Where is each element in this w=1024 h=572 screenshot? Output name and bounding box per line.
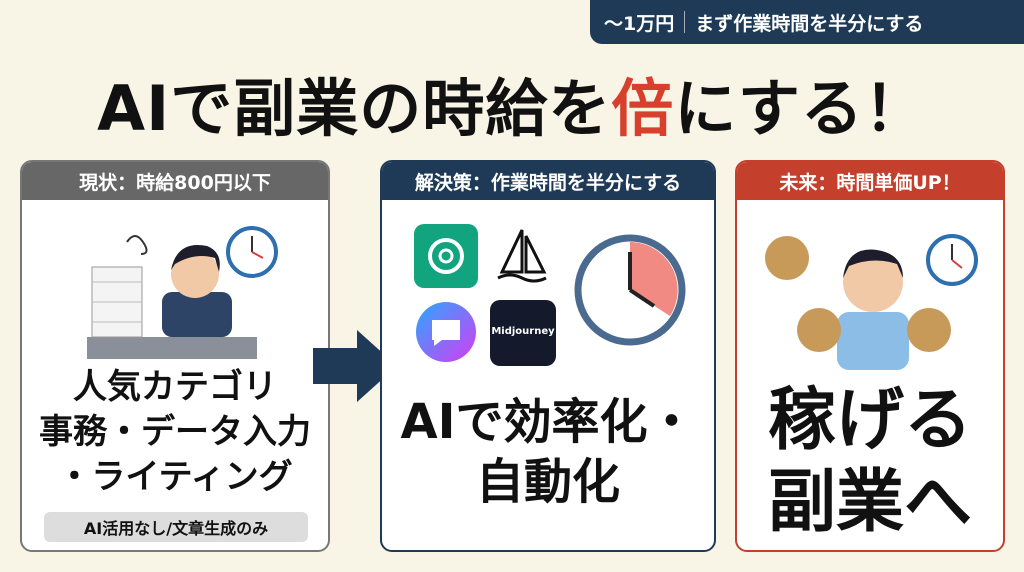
midjourney-logo-text: Midjourney [491,326,555,337]
panel-header: 未来：時間単価UP！ [737,162,1003,200]
future-line-1: 稼げる [767,381,972,460]
chat-assistant-icon [416,302,476,362]
divider [684,11,686,33]
price-badge: 〜1万円 まず作業時間を半分にする [590,0,1024,44]
panel-header: 現状：時給800円以下 [22,162,328,200]
solution-line-1: AIで効率化・ [400,394,696,450]
badge-text: まず作業時間を半分にする [695,12,924,35]
title-part2: にする！ [674,72,927,145]
category-line-2: 事務・データ入力 [39,412,311,452]
panel-solution: 解決策：作業時間を半分にする Midjourney AIで効率化・ 自動化 [380,160,716,552]
sailboat-icon [497,229,547,283]
category-line-1: 人気カテゴリ [73,367,277,407]
status-tag: AI活用なし/文章生成のみ [44,512,308,542]
title-part1: AIで副業の時給を [97,72,612,145]
price-range: 〜1万円 [604,12,675,35]
main-title: AIで副業の時給を倍にする！ [0,58,1024,148]
category-line-3: ・ライティング [57,457,293,497]
future-line-2: 副業へ [767,463,972,542]
happy-worker-illustration [765,234,978,370]
solution-line-2: 自動化 [475,454,620,510]
tired-worker-illustration [87,226,278,359]
chatgpt-icon [414,224,478,288]
title-highlight: 倍 [611,72,675,145]
midjourney-logo [490,300,556,366]
panel-header: 解決策：作業時間を半分にする [382,162,714,200]
panel-future: 未来：時間単価UP！ 稼げる 副業へ [735,160,1005,552]
clock-icon [574,234,686,346]
panel-current: 現状：時給800円以下 人気カテゴリ 事務・データ入力 ・ライティング AI活用… [20,160,330,552]
arrow-right-icon [313,330,397,402]
